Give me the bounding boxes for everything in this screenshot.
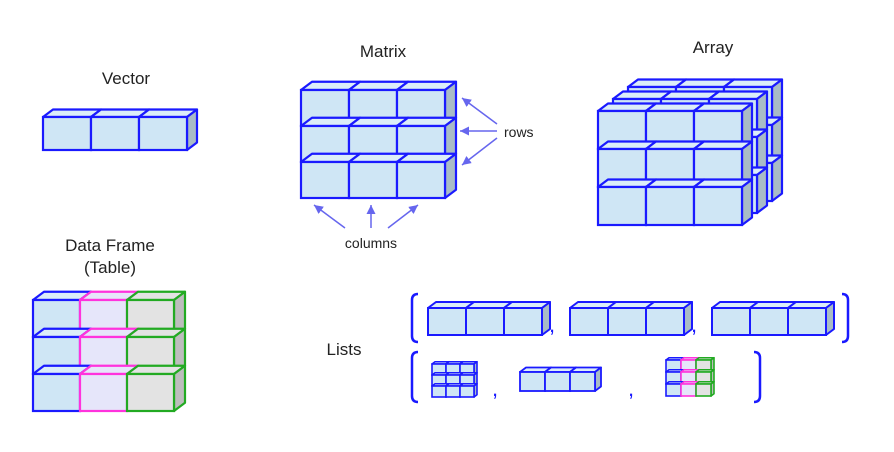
data-frame-label: Data Frame [65, 236, 155, 255]
lists-structure: ,,,, [410, 292, 850, 404]
list-vector-element [711, 301, 835, 336]
columns-arrow [313, 204, 346, 229]
lists-label: Lists [327, 340, 362, 359]
array-structure [596, 78, 784, 227]
cube-cell [503, 301, 551, 336]
list-comma: , [549, 312, 555, 337]
list-comma: , [691, 312, 697, 337]
right-bracket [753, 350, 762, 404]
annotation-arrows [313, 97, 498, 229]
rows-arrow [461, 137, 498, 166]
list-comma: , [492, 376, 498, 401]
columns-label: columns [345, 235, 397, 251]
list-matrix-element [431, 360, 478, 398]
rows-arrow [461, 97, 498, 125]
cube-cell [692, 178, 754, 227]
cube-cell [787, 301, 835, 336]
list-comma: , [628, 376, 634, 401]
columns-arrow [387, 204, 419, 229]
matrix-label: Matrix [360, 42, 407, 61]
rows-label: rows [504, 124, 534, 140]
cube-cell [125, 364, 187, 413]
cube-cell [459, 382, 478, 398]
list-data-frame-element [665, 356, 715, 397]
left-bracket [410, 350, 419, 404]
matrix-structure [299, 80, 458, 200]
right-bracket [841, 292, 850, 344]
list-vector-element [569, 301, 693, 336]
cube-cell [645, 301, 693, 336]
cube-cell [569, 366, 602, 392]
data-frame-sublabel: (Table) [84, 258, 136, 277]
cube-cell [459, 360, 478, 376]
cube-cell [137, 108, 199, 152]
left-bracket [410, 292, 419, 344]
vector-label: Vector [102, 69, 151, 88]
list-vector-element [427, 301, 551, 336]
data-frame-structure [31, 290, 187, 413]
vector-structure [41, 108, 199, 152]
array-layer [596, 102, 754, 227]
cube-cell [395, 152, 458, 200]
array-label: Array [693, 38, 734, 57]
list-vector-element [519, 366, 602, 392]
cube-cell [695, 380, 715, 397]
